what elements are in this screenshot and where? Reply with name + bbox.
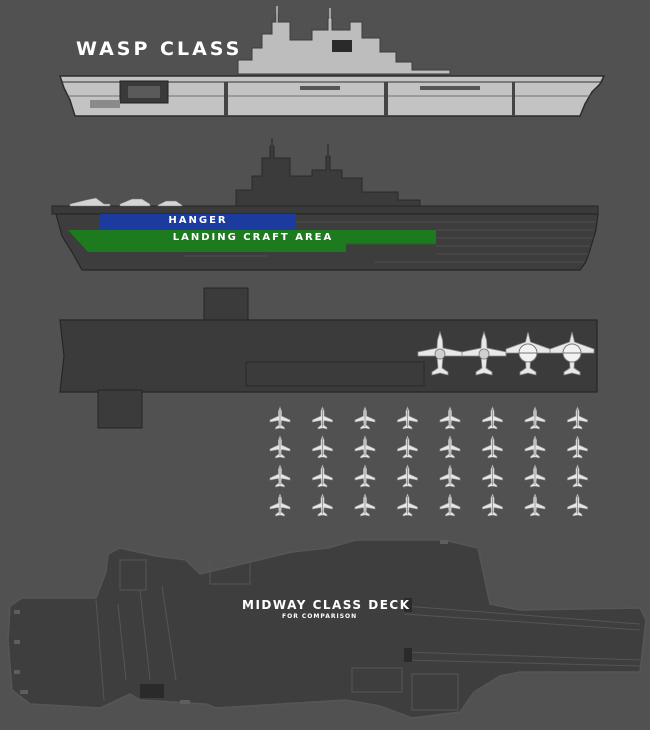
plane-icon xyxy=(354,435,376,459)
plane-icon xyxy=(482,435,503,459)
plane-icon xyxy=(312,493,333,517)
wasp-deck-plan xyxy=(59,287,598,429)
plane-icon xyxy=(567,406,588,430)
wasp-cutaway-profile xyxy=(51,138,599,271)
plane-icon xyxy=(269,464,291,488)
landing-craft-area xyxy=(68,230,436,252)
plane-icon xyxy=(269,406,291,430)
plane-icon xyxy=(354,493,376,517)
plane-icon xyxy=(354,406,376,430)
plane-icon xyxy=(482,493,503,517)
aircraft-grid xyxy=(269,406,588,517)
plane-icon xyxy=(397,493,418,517)
plane-icon xyxy=(567,435,588,459)
plane-icon xyxy=(439,464,461,488)
plane-icon xyxy=(439,406,461,430)
plane-icon xyxy=(312,464,333,488)
plane-icon xyxy=(567,464,588,488)
midway-deck-plan xyxy=(7,539,647,719)
plane-icon xyxy=(397,406,418,430)
hanger-label: HANGER xyxy=(168,215,228,226)
plane-icon xyxy=(397,435,418,459)
plane-icon xyxy=(524,435,546,459)
plane-icon xyxy=(482,464,503,488)
hanger-area xyxy=(100,214,296,230)
plane-icon xyxy=(482,406,503,430)
plane-icon xyxy=(269,493,291,517)
plane-icon xyxy=(439,493,461,517)
midway-deck-subtitle: FOR COMPARISON xyxy=(282,613,358,620)
plane-icon xyxy=(567,493,588,517)
plane-icon xyxy=(524,493,546,517)
landing-craft-area-label: LANDING CRAFT AREA xyxy=(172,232,334,243)
plane-icon xyxy=(354,464,376,488)
diagram-title: WASP CLASS xyxy=(76,38,243,60)
plane-icon xyxy=(397,464,418,488)
plane-icon xyxy=(524,464,546,488)
plane-icon xyxy=(524,406,546,430)
wasp-side-profile xyxy=(58,6,606,117)
plane-icon xyxy=(312,406,333,430)
plane-icon xyxy=(439,435,461,459)
plane-icon xyxy=(312,435,333,459)
plane-icon xyxy=(269,435,291,459)
midway-deck-title: MIDWAY CLASS DECK xyxy=(242,598,411,612)
